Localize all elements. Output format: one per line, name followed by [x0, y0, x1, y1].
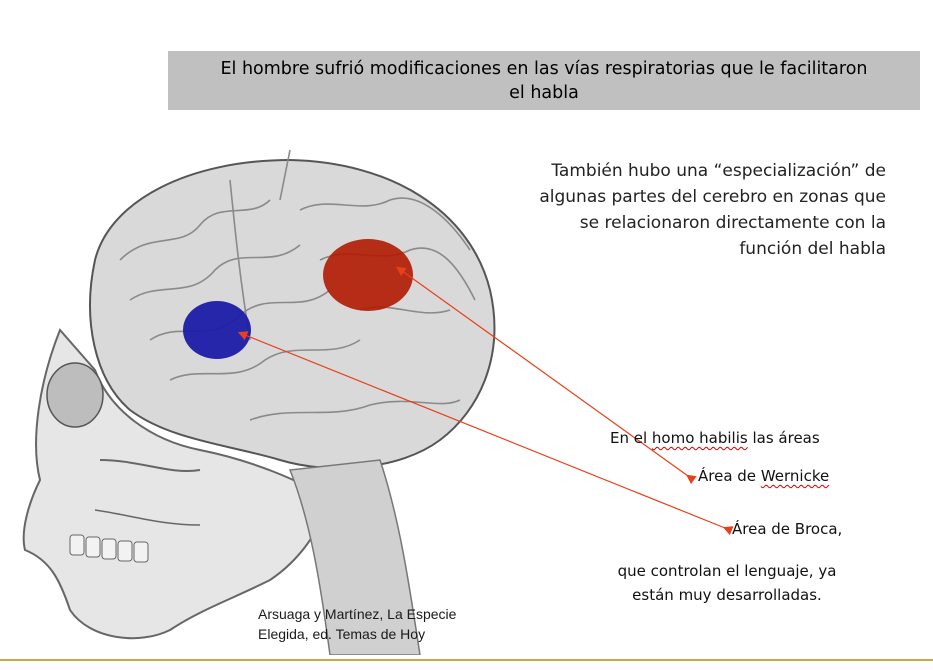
teeth [69, 534, 149, 563]
intro-line-3: se relacionaron directamente con la [579, 213, 886, 233]
title-line-1: El hombre sufrió modificaciones en las v… [220, 58, 868, 79]
title-banner: El hombre sufrió modificaciones en las v… [168, 51, 920, 110]
broca-label: Área de Broca, [732, 520, 843, 538]
title-line-2: el habla [509, 82, 579, 103]
bottom-divider [0, 659, 933, 661]
wernicke-label-pre: Área de [698, 467, 761, 485]
eye-socket [46, 362, 104, 428]
credit-line-2: Elegida, ed. Temas de Hoy [258, 626, 426, 642]
control-line-1: que controlan el lenguaje, ya [617, 562, 837, 580]
control-note: que controlan el lenguaje, ya están muy … [607, 562, 847, 604]
intro-line-1: También hubo una “especialización” de [551, 161, 886, 181]
intro-line-4: función del habla [739, 239, 886, 259]
areas-note: En el homo habilis las áreas [610, 429, 820, 447]
intro-text: También hubo una “especialización” de al… [488, 158, 886, 262]
intro-line-2: algunas partes del cerebro en zonas que [539, 187, 886, 207]
homo-habilis-term: homo habilis [651, 429, 748, 447]
broca-area [183, 301, 251, 359]
control-line-2: están muy desarrolladas. [632, 586, 822, 604]
credit-line-1: Arsuaga y Martínez, La Especie [258, 606, 457, 622]
image-credit: Arsuaga y Martínez, La Especie Elegida, … [258, 604, 456, 644]
wernicke-area [323, 239, 413, 311]
wernicke-label: Área de Wernicke [698, 467, 829, 485]
wernicke-name: Wernicke [760, 467, 830, 485]
areas-note-pre: En el [610, 429, 652, 447]
skull-brain-illustration [22, 149, 496, 655]
brain-outline [89, 158, 496, 470]
areas-note-post: las áreas [747, 429, 820, 447]
